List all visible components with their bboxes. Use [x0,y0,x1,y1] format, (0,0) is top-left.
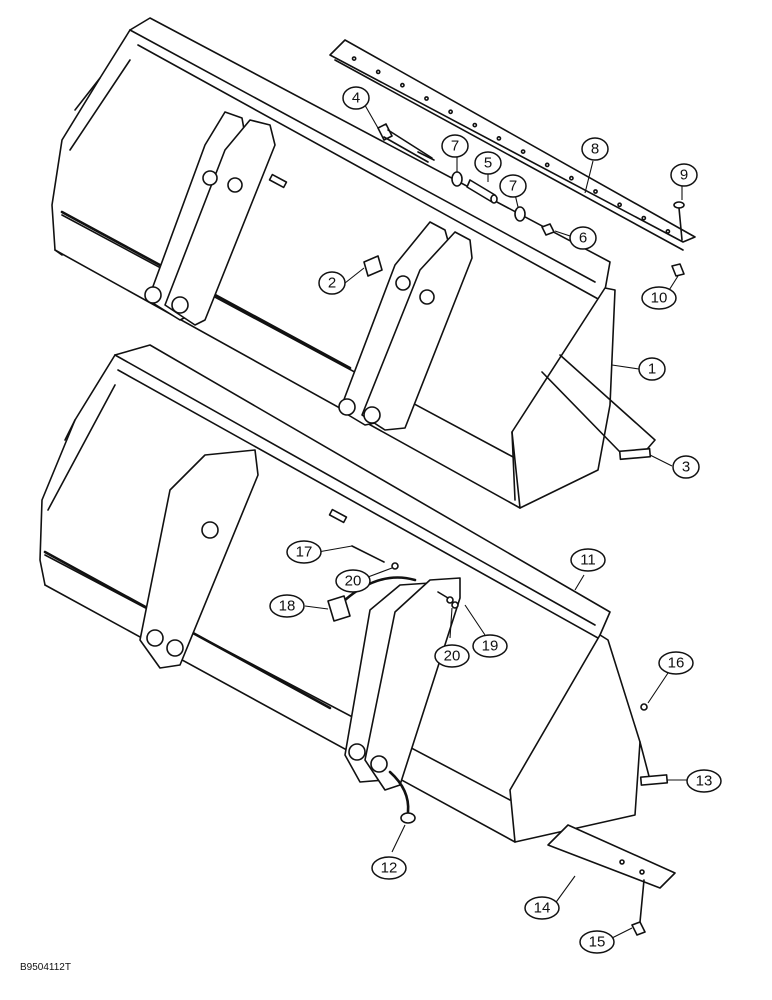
callout-20a: 20 [335,569,371,593]
blade-bolt-hole [424,96,429,101]
callout-12: 12 [371,856,407,880]
callout-1: 1 [638,357,666,381]
callout-13-label: 13 [696,773,713,790]
callout-13: 13 [686,769,722,793]
callout-11-label: 11 [580,552,596,569]
blade-bolt-hole [448,109,454,115]
callout-15: 15 [579,930,615,954]
upper-bucket [51,17,656,509]
blade-bolt-hole [520,149,526,155]
blade-bolt-hole [375,69,381,75]
callout-16-label: 16 [668,655,685,672]
callout-9-label: 9 [680,167,688,184]
callout-3-label: 3 [682,459,690,476]
callout-11: 11 [570,548,606,572]
callout-10: 10 [641,286,677,310]
callout-5-label: 5 [484,155,492,172]
callout-4-label: 4 [352,90,360,107]
callout-16: 16 [658,651,694,675]
blade-bolt-hole [399,82,405,88]
callout-18-label: 18 [279,598,296,615]
lower-bucket [39,344,676,936]
blade-bolt-hole [544,162,550,168]
callout-17: 17 [286,540,322,564]
callout-3: 3 [672,455,700,479]
callout-14-label: 14 [534,900,551,917]
callout-2: 2 [318,271,346,295]
callout-19: 19 [472,634,508,658]
callout-7b: 7 [499,174,527,198]
cutting-edge-blade [329,39,696,251]
blade-bolt-hole [472,122,478,128]
callout-17-label: 17 [296,544,313,561]
callout-15-label: 15 [589,934,606,951]
blade-bolt-hole [593,189,598,194]
callout-18: 18 [269,594,305,618]
callout-4: 4 [342,86,370,110]
callout-7b-label: 7 [509,178,517,195]
callout-7a: 7 [441,134,469,158]
blade-bolt-hole [351,56,357,62]
callout-2-label: 2 [328,275,336,292]
callout-7a-label: 7 [451,138,459,155]
callout-5: 5 [474,151,502,175]
callout-10-label: 10 [651,290,668,307]
callout-8: 8 [581,137,609,161]
callout-6: 6 [569,226,597,250]
callout-20b: 20 [434,644,470,668]
callout-6-label: 6 [579,230,587,247]
callout-20a-label: 20 [345,573,362,590]
upper-hardware [363,123,685,277]
blade-bolt-hole [641,215,647,221]
figure-id: B9504112T [20,962,71,973]
callout-20b-label: 20 [444,648,461,665]
callout-14: 14 [524,896,560,920]
callout-9: 9 [670,163,698,187]
blade-bolt-hole [665,228,671,234]
callout-12-label: 12 [381,860,398,877]
callout-8-label: 8 [591,141,599,158]
callout-1-label: 1 [648,361,656,378]
blade-bolt-hole [569,175,574,181]
callout-19-label: 19 [482,638,499,655]
blade-bolt-hole [496,135,502,141]
blade-bolt-hole [617,202,623,208]
